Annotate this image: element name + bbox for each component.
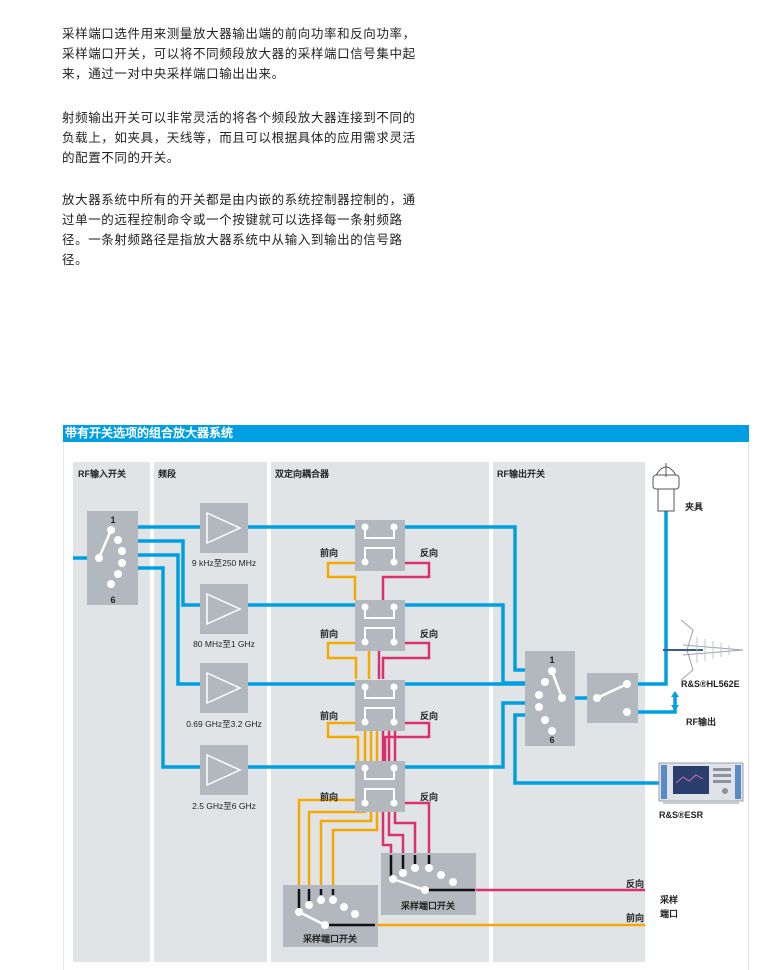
coupler-1-reverse-label: 反向 [420, 547, 438, 558]
input-port-6-label: 6 [110, 595, 115, 605]
fixture-icon [652, 463, 680, 512]
figure-title: 带有开关选项的组合放大器系统 [63, 425, 749, 442]
sample-switch-forward-label: 采样端口开关 [302, 933, 357, 944]
column-header-bands: 频段 [158, 468, 177, 479]
coupler-4 [355, 761, 405, 812]
fixture-label: 夹具 [685, 501, 703, 512]
band-label-1: 9 kHz至250 MHz [192, 558, 256, 568]
directional-couplers [355, 520, 405, 812]
coupler-2-forward-label: 前向 [320, 628, 338, 639]
coupler-1-forward-label: 前向 [320, 547, 338, 558]
diagram-canvas: RF输入开关 频段 双定向耦合器 RF输出开关 [73, 462, 744, 962]
receiver-icon [658, 762, 744, 804]
column-header-couplers: 双定向耦合器 [275, 468, 330, 479]
rf-output-switch: 1 6 [525, 651, 575, 746]
amplifier-1 [200, 503, 248, 553]
rf-input-switch: 1 6 [87, 511, 138, 605]
sample-port-switch-forward: 采样端口开关 [283, 885, 378, 947]
reverse-sample-lines [377, 561, 645, 892]
output-port-6-label: 6 [549, 735, 554, 745]
sample-port-forward-label: 前向 [626, 912, 644, 923]
amplifier-system-diagram: 带有开关选项的组合放大器系统 RF输入开关 频段 双定向耦合器 RF输出开关 [63, 425, 749, 970]
coupler-3 [355, 680, 405, 731]
input-port-1-label: 1 [110, 515, 115, 525]
band-label-3: 0.69 GHz至3.2 GHz [186, 719, 262, 729]
coupler-3-forward-label: 前向 [320, 710, 338, 721]
diagram-frame [63, 442, 749, 970]
band-label-2: 80 MHz至1 GHz [193, 639, 255, 649]
output-port-1-label: 1 [549, 655, 554, 665]
bidirectional-arrow-icon [671, 691, 679, 711]
antenna-icon [663, 619, 744, 681]
amplifier-blocks [200, 503, 248, 795]
coupler-3-reverse-label: 反向 [420, 710, 438, 721]
amplifier-3 [200, 663, 248, 713]
sample-port-label-line1: 采样 [659, 894, 678, 905]
sample-port-reverse-label: 反向 [626, 878, 644, 889]
paragraph-system-controller: 放大器系统中所有的开关都是由内嵌的系统控制器控制的，通过单一的远程控制命令或一个… [62, 192, 416, 267]
coupler-4-reverse-label: 反向 [420, 791, 438, 802]
rf-output-label: RF输出 [686, 716, 716, 727]
coupler-4-forward-label: 前向 [320, 791, 338, 802]
band-label-4: 2.5 GHz至6 GHz [192, 801, 256, 811]
column-header-rf-input: RF输入开关 [78, 468, 126, 479]
antenna-label: R&S®HL562E [681, 679, 740, 689]
paragraph-rf-output-switch: 射频输出开关可以非常灵活的将各个频段放大器连接到不同的负载上，如夹具，天线等，而… [62, 110, 416, 165]
column-header-rf-output: RF输出开关 [497, 468, 545, 479]
rf-signal-lines [73, 510, 677, 785]
amplifier-4 [200, 745, 248, 795]
sample-port-label-line2: 端口 [660, 908, 678, 919]
coupler-2 [355, 600, 405, 651]
amplifier-2 [200, 584, 248, 634]
sample-switch-reverse-label: 采样端口开关 [400, 900, 455, 911]
coupler-1 [355, 520, 405, 571]
coupler-2-reverse-label: 反向 [420, 628, 438, 639]
receiver-label: R&S®ESR [659, 810, 704, 820]
fixture-antenna-switch [587, 673, 638, 723]
sample-port-switch-reverse: 采样端口开关 [381, 853, 476, 915]
paragraph-sample-port: 采样端口选件用来测量放大器输出端的前向功率和反向功率，采样端口开关，可以将不同频… [62, 26, 416, 81]
